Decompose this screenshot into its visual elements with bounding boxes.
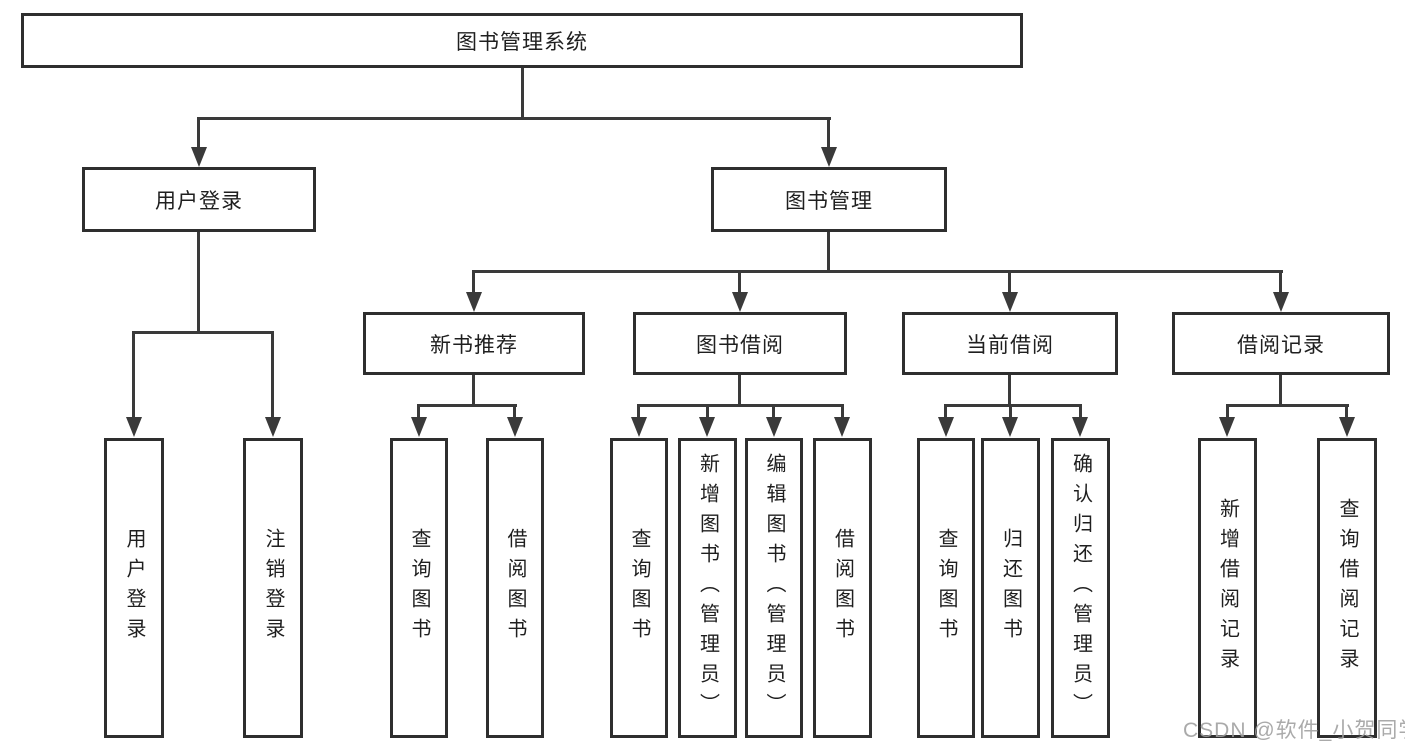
connector-drop [417,404,420,419]
node-current-borrowing: 当前借阅 [902,312,1118,375]
connector-book-management-stem [827,232,830,273]
leaf-confirm-return-admin-label: 确认归还（管理员） [1069,453,1092,723]
leaf-borrow-books-borrowing: 借阅图书 [813,438,872,738]
connector-new-book-stem [472,375,475,407]
arrow-down-icon [699,417,715,437]
leaf-query-books-current: 查询图书 [917,438,975,738]
arrow-down-icon [1339,417,1355,437]
node-library-system: 图书管理系统 [21,13,1023,68]
arrow-down-icon [1072,417,1088,437]
connector-drop-leaf-logout [271,331,274,419]
leaf-add-borrow-record-label: 新增借阅记录 [1216,498,1239,678]
connector-drop-book-borrowing [738,270,741,294]
connector-drop-borrowing-records [1279,270,1282,294]
node-book-borrowing: 图书借阅 [633,312,847,375]
connector-user-login-stem [197,232,200,334]
leaf-user-login: 用户登录 [104,438,164,738]
leaf-logout-login-label: 注销登录 [262,528,284,648]
node-book-management-label: 图书管理 [785,189,873,213]
connector-drop [706,404,709,419]
node-current-borrowing-label: 当前借阅 [966,333,1054,357]
leaf-return-books-label: 归还图书 [999,528,1022,648]
node-book-management: 图书管理 [711,167,947,232]
arrow-down-icon [265,417,281,437]
leaf-edit-books-admin: 编辑图书（管理员） [745,438,803,738]
node-new-book-recommendation: 新书推荐 [363,312,585,375]
leaf-confirm-return-admin: 确认归还（管理员） [1051,438,1110,738]
connector-borrowing-records-branch [1226,404,1349,407]
connector-book-borrowing-stem [738,375,741,407]
leaf-borrow-books-newbook: 借阅图书 [486,438,544,738]
arrow-down-icon [821,147,837,167]
csdn-watermark: CSDN @软件_小贺同学 [1183,719,1405,742]
leaf-add-books-admin: 新增图书（管理员） [678,438,737,738]
connector-drop [513,404,516,419]
connector-drop [1079,404,1082,419]
arrow-down-icon [191,147,207,167]
connector-drop-book-management [827,117,830,151]
leaf-query-books-newbook-label: 查询图书 [408,528,430,648]
arrow-down-icon [766,417,782,437]
leaf-edit-books-admin-label: 编辑图书（管理员） [763,453,785,723]
leaf-add-books-admin-label: 新增图书（管理员） [696,453,719,723]
connector-drop [1345,404,1348,419]
leaf-query-books-borrowing: 查询图书 [610,438,668,738]
connector-root-stem [521,68,524,120]
connector-current-borrowing-stem [1008,375,1011,407]
leaf-query-books-newbook: 查询图书 [390,438,448,738]
connector-borrowing-records-stem [1279,375,1282,407]
connector-drop-new-book [472,270,475,294]
node-user-login-label: 用户登录 [155,189,243,213]
leaf-query-borrow-record: 查询借阅记录 [1317,438,1377,738]
leaf-query-books-current-label: 查询图书 [935,528,957,648]
connector-new-book-branch [417,404,517,407]
leaf-borrow-books-newbook-label: 借阅图书 [504,528,526,648]
connector-drop [1009,404,1012,419]
arrow-down-icon [466,292,482,312]
arrow-down-icon [732,292,748,312]
arrow-down-icon [1002,417,1018,437]
arrow-down-icon [631,417,647,437]
leaf-user-login-label: 用户登录 [123,528,145,648]
arrow-down-icon [507,417,523,437]
leaf-logout-login: 注销登录 [243,438,303,738]
leaf-query-books-borrowing-label: 查询图书 [628,528,650,648]
leaf-add-borrow-record: 新增借阅记录 [1198,438,1257,738]
arrow-down-icon [1219,417,1235,437]
arrow-down-icon [1002,292,1018,312]
leaf-return-books: 归还图书 [981,438,1040,738]
leaf-borrow-books-borrowing-label: 借阅图书 [831,528,854,648]
node-library-system-label: 图书管理系统 [456,30,588,54]
connector-drop-leaf-user-login [132,331,135,419]
node-borrowing-records: 借阅记录 [1172,312,1390,375]
node-user-login: 用户登录 [82,167,316,232]
connector-drop [637,404,640,419]
arrow-down-icon [834,417,850,437]
connector-user-login-branch [132,331,274,334]
connector-book-borrowing-branch [637,404,844,407]
connector-current-borrowing-branch [944,404,1082,407]
connector-root-branch [197,117,831,120]
leaf-query-borrow-record-label: 查询借阅记录 [1336,498,1358,678]
node-new-book-recommendation-label: 新书推荐 [430,333,518,357]
connector-drop [772,404,775,419]
node-borrowing-records-label: 借阅记录 [1237,333,1325,357]
connector-drop [944,404,947,419]
arrow-down-icon [938,417,954,437]
node-book-borrowing-label: 图书借阅 [696,333,784,357]
connector-drop [841,404,844,419]
arrow-down-icon [126,417,142,437]
connector-drop-user-login [197,117,200,151]
connector-drop-current-borrowing [1008,270,1011,294]
connector-book-management-branch [472,270,1283,273]
arrow-down-icon [1273,292,1289,312]
arrow-down-icon [411,417,427,437]
connector-drop [1226,404,1229,419]
